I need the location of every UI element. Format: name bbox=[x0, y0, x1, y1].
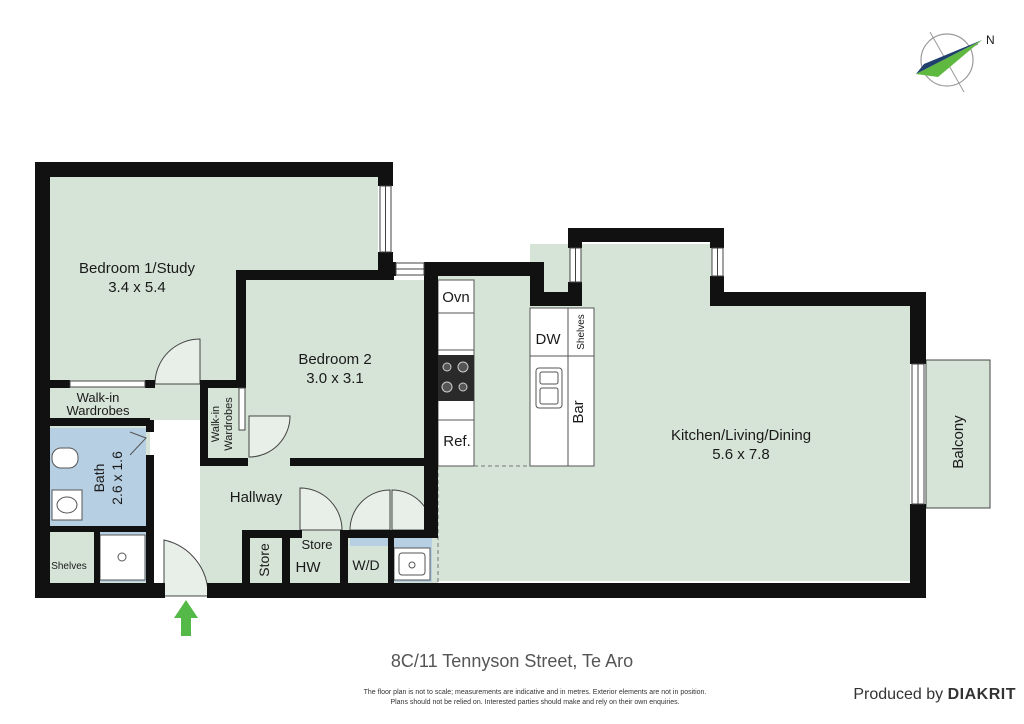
balcony-floor bbox=[925, 359, 991, 509]
door-swings bbox=[154, 338, 433, 597]
disclaimer-line1: The floor plan is not to scale; measurem… bbox=[363, 689, 707, 696]
bath-name: Bath bbox=[91, 464, 107, 493]
hot-water-label: HW bbox=[296, 559, 322, 576]
hallway-name: Hallway bbox=[230, 489, 283, 506]
bath-fixtures bbox=[51, 431, 431, 581]
disclaimer: The floor plan is not to scale; measurem… bbox=[300, 688, 770, 708]
fridge-label: Ref. bbox=[443, 433, 471, 450]
compass-north-label: N bbox=[986, 33, 995, 47]
living-floor bbox=[700, 306, 910, 581]
windows bbox=[69, 185, 925, 505]
disclaimer-line2: Plans should not be relied on. Intereste… bbox=[390, 699, 680, 706]
kitchen-name: Kitchen/Living/Dining bbox=[671, 427, 811, 444]
property-address: 8C/11 Tennyson Street, Te Aro bbox=[390, 651, 634, 671]
kitchen-size: 5.6 x 7.8 bbox=[712, 446, 770, 463]
shelves-kitchen-label: Shelves bbox=[576, 314, 587, 350]
walls bbox=[35, 162, 926, 598]
store1-label: Store bbox=[256, 543, 272, 577]
bedroom2-size: 3.0 x 3.1 bbox=[306, 370, 364, 387]
oven-label: Ovn bbox=[442, 289, 470, 306]
entry-arrow-icon bbox=[174, 600, 198, 636]
compass-icon: N bbox=[916, 31, 995, 93]
walkin1-label-line1: Walk-in bbox=[77, 390, 120, 405]
balcony-name: Balcony bbox=[950, 415, 967, 469]
bedroom2-name: Bedroom 2 bbox=[298, 351, 371, 368]
walkin2-label-line2: Wardrobes bbox=[223, 397, 235, 451]
produced-by-text: Produced by bbox=[853, 686, 944, 703]
walkin1-label-line2: Wardrobes bbox=[66, 403, 130, 418]
bedroom1-name: Bedroom 1/Study bbox=[79, 260, 195, 277]
brand-logo: DIAKRIT bbox=[947, 686, 1016, 703]
store2-label: Store bbox=[301, 537, 332, 552]
bath-size: 2.6 x 1.6 bbox=[109, 451, 125, 505]
kitchen-counters bbox=[437, 279, 595, 582]
bar-label: Bar bbox=[570, 400, 587, 423]
dishwasher-label: DW bbox=[536, 331, 562, 348]
bedroom1-size: 3.4 x 5.4 bbox=[108, 279, 166, 296]
shelves-bath-label: Shelves bbox=[51, 561, 87, 572]
producer-credit: Produced by DIAKRIT bbox=[853, 686, 1016, 704]
room-fills bbox=[50, 176, 991, 595]
walkin2-label-line1: Walk-in bbox=[210, 406, 222, 442]
washer-dryer-label: W/D bbox=[352, 557, 379, 573]
